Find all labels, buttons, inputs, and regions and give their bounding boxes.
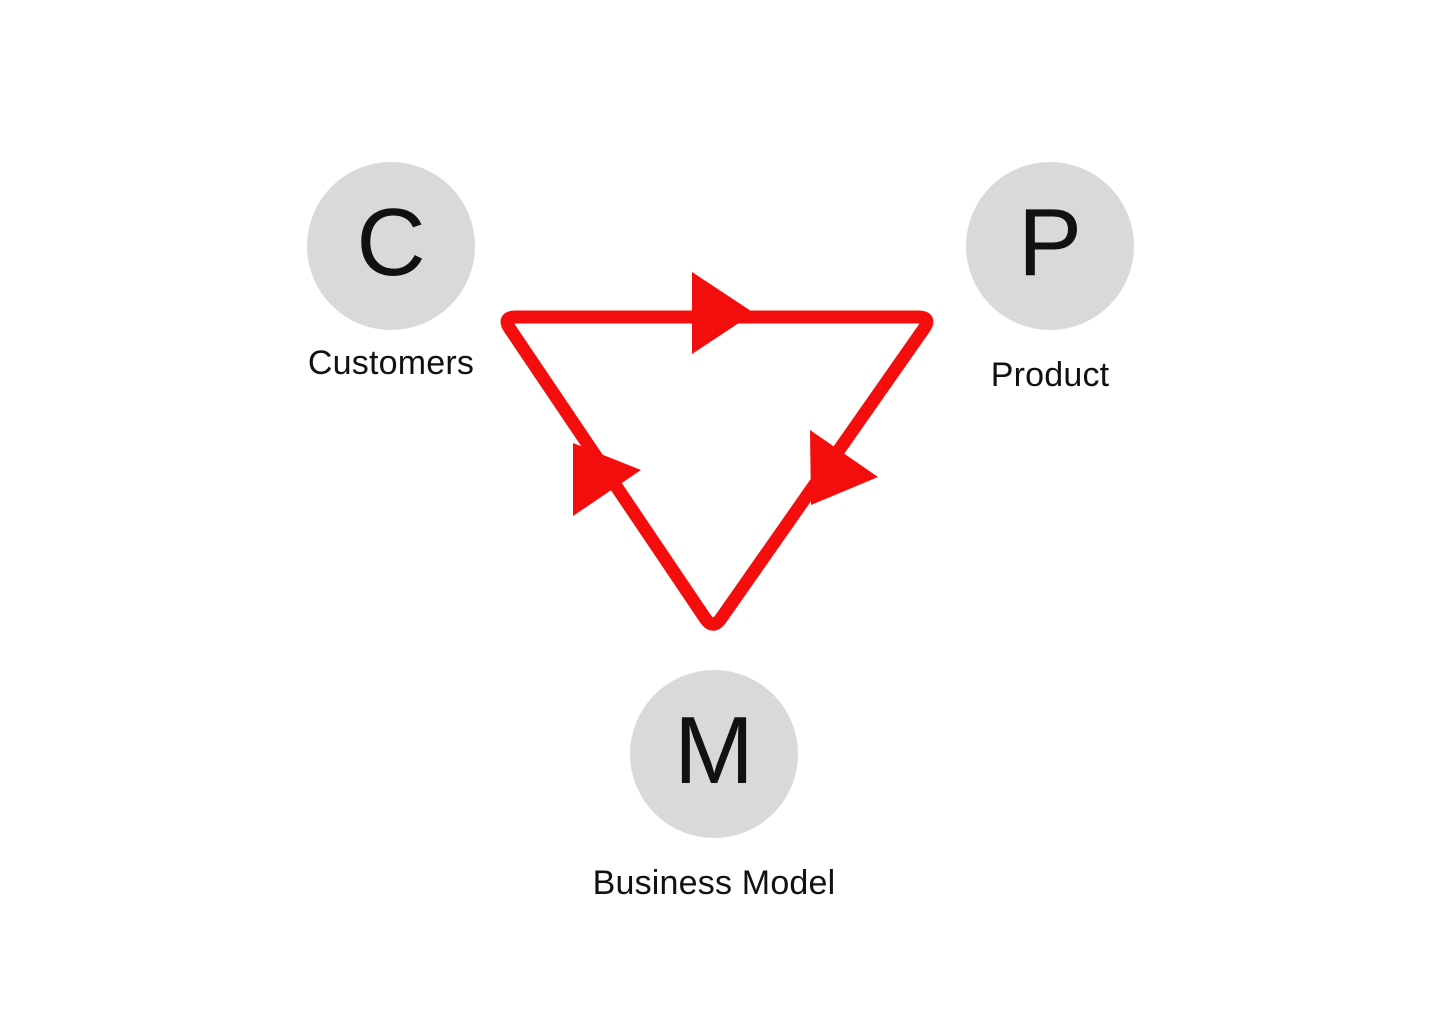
arrow-customers-to-product-icon — [692, 272, 754, 354]
node-product: P Product — [966, 162, 1134, 394]
product-letter: P — [1017, 189, 1083, 296]
node-customers: C Customers — [307, 162, 475, 382]
business-model-label: Business Model — [592, 864, 836, 902]
customers-label: Customers — [307, 344, 475, 382]
business-model-circle: M — [630, 670, 798, 838]
customers-circle: C — [307, 162, 475, 330]
business-model-letter: M — [674, 697, 754, 804]
arrow-product-to-business-model-icon — [810, 430, 878, 505]
product-circle: P — [966, 162, 1134, 330]
customers-letter: C — [356, 189, 426, 296]
node-business-model: M Business Model — [593, 670, 835, 902]
product-label: Product — [990, 356, 1110, 394]
cycle-edges — [500, 310, 934, 631]
arrow-business-model-to-customers-icon — [573, 443, 641, 516]
